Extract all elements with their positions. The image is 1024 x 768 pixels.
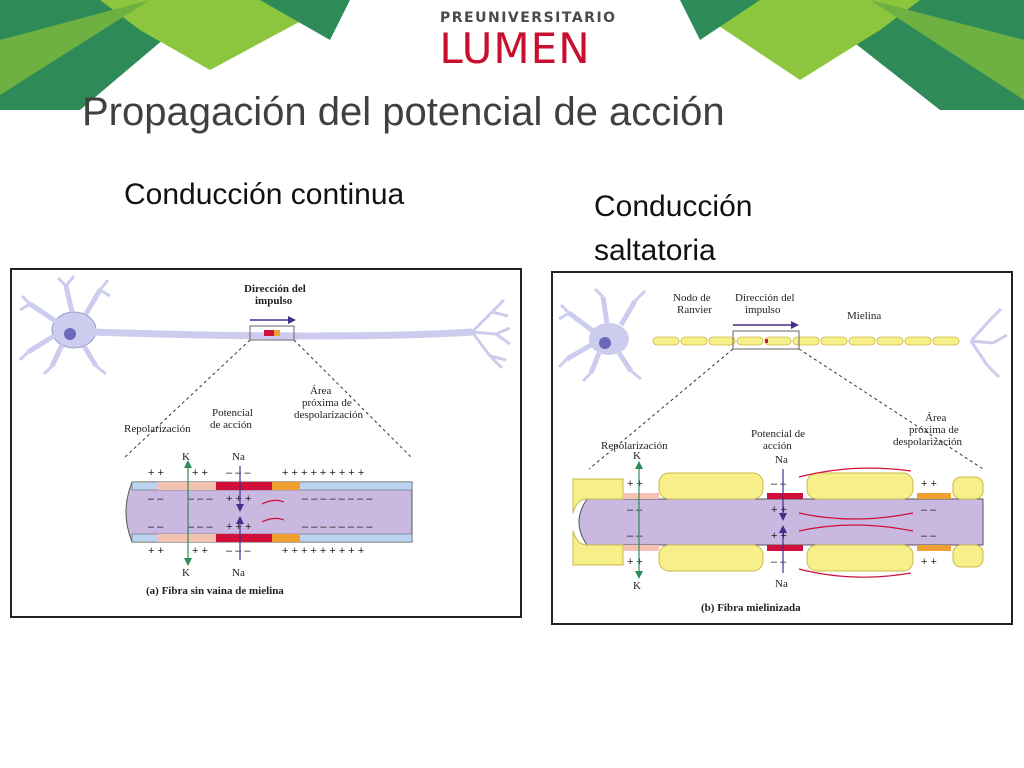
na-ion-bottom: Na [232,567,245,579]
svg-text:– –: – – [148,521,164,533]
direction-label-line1: Dirección del [244,283,306,295]
svg-text:– –: – – [921,530,937,542]
myelin-label: Mielina [847,310,881,322]
svg-text:– – –: – – – [226,467,251,479]
svg-text:+ +: + + [921,556,937,568]
direction-label-line2: impulso [255,295,293,307]
figure-saltatory-conduction: Nodo de Ranvier Dirección del impulso Mi… [551,271,1013,625]
svg-text:– –: – – [148,493,164,505]
node-label-line2: Ranvier [677,304,712,316]
svg-text:+ +: + + [192,467,208,479]
neuron-left [18,275,511,376]
logo-main-text: LUMEN [439,24,591,73]
continuous-conduction-diagram: Dirección del impulso Repolarización Pot… [18,275,511,597]
area-label-line2: próxima de [909,424,959,436]
svg-text:+ +: + + [148,545,164,557]
logo-top-text: PREUNIVERSITARIO [440,10,617,26]
k-ion-bottom: K [633,580,641,592]
slide-title: Propagación del potencial de acción [82,90,725,134]
potential-label-line2: acción [763,440,792,452]
svg-text:+ + + + + + + + +: + + + + + + + + + [282,467,364,479]
figure-continuous-conduction: Dirección del impulso Repolarización Pot… [10,268,522,618]
area-label-line1: Área [925,412,946,424]
svg-text:– –: – – [771,556,787,568]
svg-text:– – – – – – – –: – – – – – – – – [302,493,373,505]
svg-text:– – –: – – – [188,521,213,533]
figure-caption-right: (b) Fibra mielinizada [701,602,801,614]
area-label-line2: próxima de [302,397,352,409]
svg-text:+ +: + + [627,478,643,490]
header-banner [0,0,1024,110]
k-ion-bottom: K [182,567,190,579]
svg-text:– –: – – [921,504,937,516]
area-label-line1: Área [310,385,331,397]
svg-text:+ + +: + + + [226,493,251,505]
svg-text:– –: – – [771,478,787,490]
repolarization-label: Repolarización [124,423,191,435]
svg-text:+ +: + + [627,556,643,568]
figure-caption-left: (a) Fibra sin vaina de mielina [146,585,284,597]
potential-label-line1: Potencial de [751,428,805,440]
na-ion-top: Na [775,454,788,466]
direction-label-line1: Dirección del [735,292,795,304]
left-heading: Conducción continua [124,178,405,211]
svg-text:+ + +: + + + [226,521,251,533]
k-ion-top: K [633,450,641,462]
area-label-line3: despolarización [893,436,963,448]
svg-text:– –: – – [627,530,643,542]
svg-text:+ +: + + [921,478,937,490]
svg-text:– – – – – – – –: – – – – – – – – [302,521,373,533]
k-ion-top: K [182,451,190,463]
svg-text:– –: – – [627,504,643,516]
svg-text:+ +: + + [148,467,164,479]
svg-text:+ +: + + [192,545,208,557]
svg-text:– – –: – – – [226,545,251,557]
saltatory-conduction-diagram: Nodo de Ranvier Dirección del impulso Mi… [557,287,1008,614]
na-ion-top: Na [232,451,245,463]
potential-label-line1: Potencial [212,407,253,419]
potential-label-line2: de acción [210,419,252,431]
area-label-line3: despolarización [294,409,364,421]
svg-text:– – –: – – – [188,493,213,505]
na-ion-bottom: Na [775,578,788,590]
right-heading: Conducción saltatoria [594,190,753,267]
node-label-line1: Nodo de [673,292,711,304]
repolarization-label: Repolarización [601,440,668,452]
svg-text:+ + + + + + + + +: + + + + + + + + + [282,545,364,557]
direction-label-line2: impulso [745,304,781,316]
